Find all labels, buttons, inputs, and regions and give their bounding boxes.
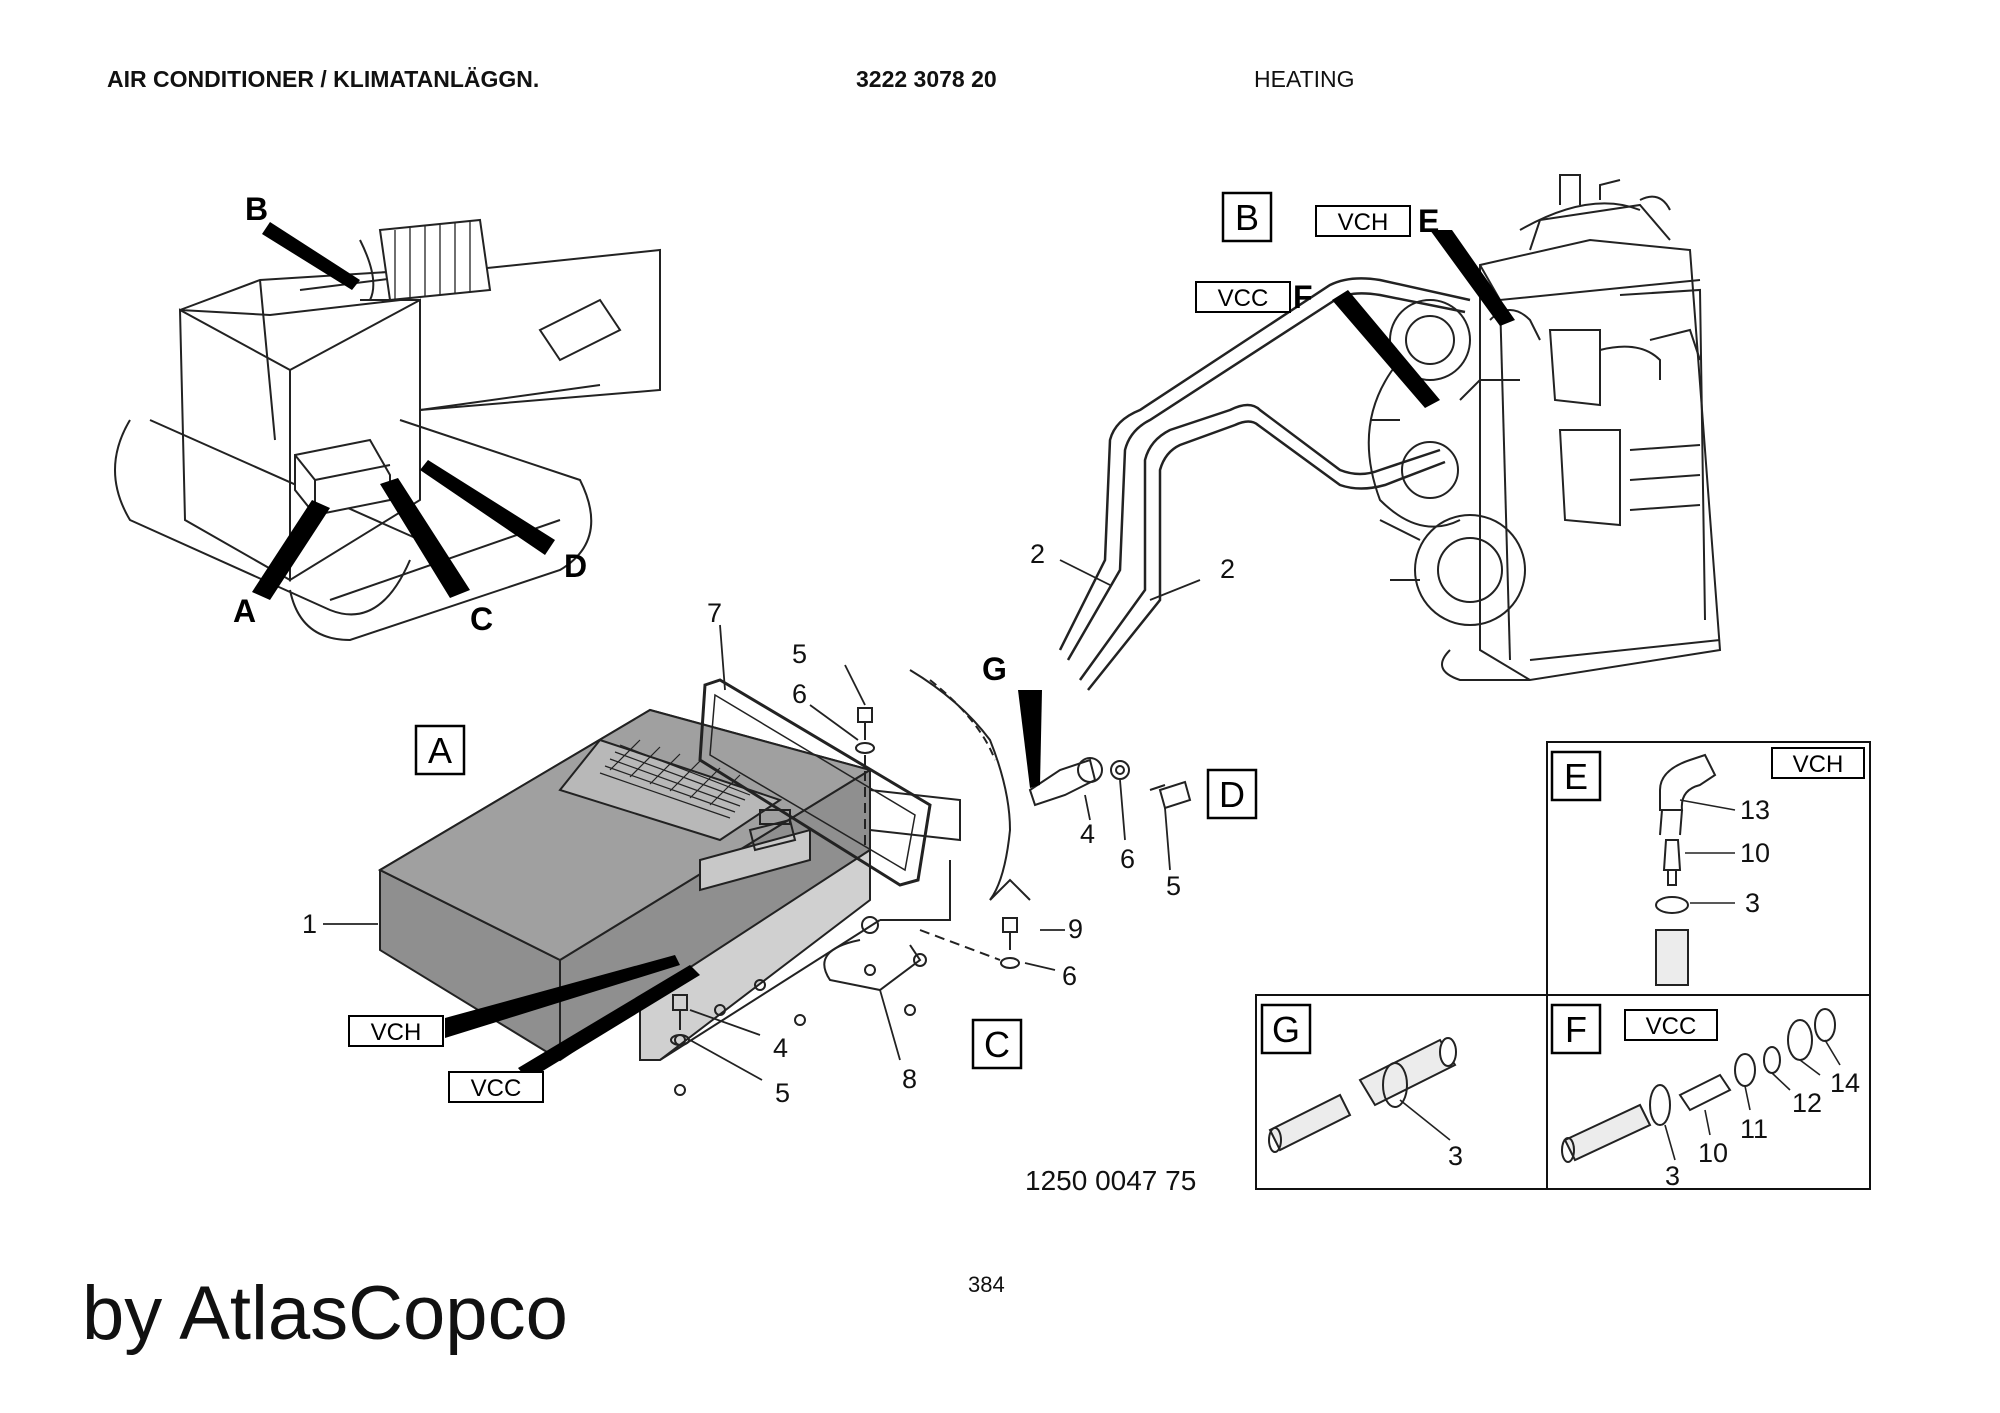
washer <box>855 742 875 754</box>
duct-end <box>989 878 1031 901</box>
main-pointers <box>445 230 1515 1080</box>
tag-vch-engine: VCH <box>1338 209 1389 236</box>
detail-f-parts <box>1561 1008 1841 1163</box>
view-label-a: A <box>428 730 452 771</box>
heater-unit <box>377 708 961 1096</box>
washer <box>1110 760 1130 780</box>
callout-6-top: 6 <box>792 679 807 709</box>
callout-7: 7 <box>707 598 722 628</box>
callout-5-top: 5 <box>792 639 807 669</box>
detail-g-parts <box>1268 1037 1457 1153</box>
view-label-c: C <box>984 1024 1010 1065</box>
callout-1: 1 <box>302 909 317 939</box>
page-title: AIR CONDITIONER / KLIMATANLÄGGN. <box>107 66 540 92</box>
drawing-number: 1250 0047 75 <box>1025 1165 1196 1196</box>
callout-3-g: 3 <box>1448 1141 1463 1171</box>
detail-label-g: G <box>1272 1009 1300 1050</box>
callout-5-bottom: 5 <box>775 1078 790 1108</box>
callout-4-fitting: 4 <box>1080 819 1095 849</box>
center-line <box>919 929 1001 961</box>
callout-10-e: 10 <box>1740 838 1770 868</box>
view-label-frames <box>414 191 1602 1070</box>
pointer-letter-d: D <box>564 548 587 584</box>
callout-11: 11 <box>1740 1114 1768 1144</box>
callout-10-f: 10 <box>1698 1138 1728 1168</box>
callout-8: 8 <box>902 1064 917 1094</box>
overview-machine <box>114 218 661 642</box>
callout-12: 12 <box>1792 1088 1822 1118</box>
washer <box>670 1034 690 1046</box>
bracket <box>823 939 922 992</box>
pointer-letter-a: A <box>233 593 256 629</box>
bolt-shank <box>1149 784 1166 791</box>
leader-lines <box>323 559 1201 1081</box>
detail-label-f: F <box>1565 1009 1587 1050</box>
tag-vch-unit: VCH <box>371 1019 422 1046</box>
pointer-letter-g: G <box>982 651 1007 687</box>
callout-2b: 2 <box>1220 554 1235 584</box>
view-label-d: D <box>1219 774 1245 815</box>
screw-head <box>672 994 688 1011</box>
callout-6-fitting: 6 <box>1120 844 1135 874</box>
detail-frames <box>1255 741 1871 1190</box>
duct-line <box>909 669 1012 901</box>
detail-e-parts <box>1655 753 1736 986</box>
section-title: HEATING <box>1254 66 1355 92</box>
fitting-nut <box>1077 757 1103 783</box>
part-number: 3222 3078 20 <box>856 66 997 92</box>
gasket-inner <box>709 693 916 872</box>
page-number: 384 <box>968 1272 1005 1297</box>
pointer-letter-b: B <box>245 191 268 227</box>
callout-6-bottom: 6 <box>1062 961 1077 991</box>
bolt-head <box>1158 780 1192 810</box>
view-label-b: B <box>1235 197 1259 238</box>
callout-5-fitting: 5 <box>1166 871 1181 901</box>
tag-vch-detail: VCH <box>1793 751 1844 778</box>
variant-tag-frames <box>348 205 1865 1103</box>
bracket-hole <box>861 916 879 934</box>
detail-label-e: E <box>1564 756 1588 797</box>
pointer-letter-c: C <box>470 601 493 637</box>
callout-9: 9 <box>1068 914 1083 944</box>
callout-13: 13 <box>1740 795 1770 825</box>
tag-vcc-engine: VCC <box>1218 285 1269 312</box>
bracket-hole <box>913 953 927 967</box>
callout-4-bottom: 4 <box>773 1033 788 1063</box>
screw-head <box>1002 917 1018 933</box>
callout-3-e: 3 <box>1745 888 1760 918</box>
engine-block <box>1367 174 1722 682</box>
tag-vcc-detail: VCC <box>1646 1013 1697 1040</box>
callout-2a: 2 <box>1030 539 1045 569</box>
tag-vcc-unit: VCC <box>471 1075 522 1102</box>
pointer-letter-e: E <box>1418 203 1439 239</box>
footer-credit: by AtlasCopco <box>82 1271 568 1356</box>
washer <box>1000 957 1020 969</box>
duct-line-dashed <box>929 679 996 761</box>
gasket <box>698 678 932 887</box>
callout-3-f: 3 <box>1665 1161 1680 1191</box>
washer-hole <box>1115 765 1125 775</box>
pointer-letter-f: F <box>1293 279 1313 315</box>
overview-pointers <box>252 222 555 600</box>
screw-head <box>857 707 873 723</box>
callout-14: 14 <box>1830 1068 1860 1098</box>
heater-hoses <box>1058 277 1471 691</box>
